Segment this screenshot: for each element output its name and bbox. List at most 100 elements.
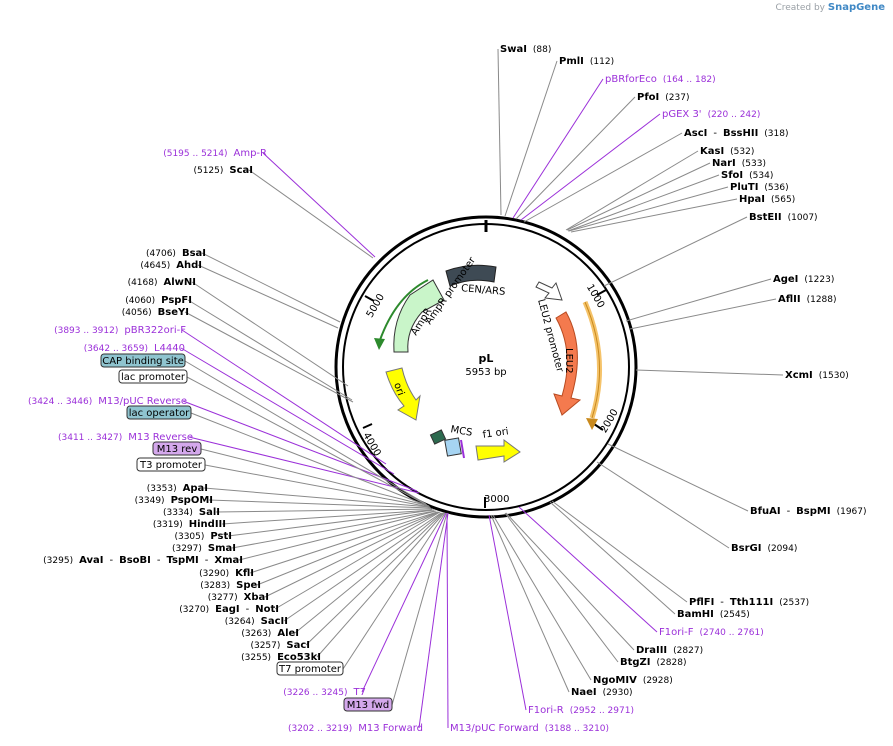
feature-ampr-arrowhead — [374, 338, 385, 350]
site-label-naei: NaeI(2930) — [571, 687, 633, 698]
connector-box-m13fwd — [391, 512, 448, 706]
feature-box-label-t7prom: T7 promoter — [278, 664, 342, 675]
site-label-pmli: PmlI(112) — [559, 56, 614, 67]
site-num-bfuai: (1967) — [837, 507, 867, 517]
site-name-alwni: AlwNI — [164, 277, 197, 288]
site-name-pluti: PluTI — [730, 182, 758, 193]
site-name-l4440: L4440 — [154, 343, 185, 354]
site-label-ngomiv: NgoMIV(2928) — [593, 675, 673, 686]
feature-ori — [385, 367, 421, 421]
tick-2000 — [593, 423, 604, 431]
site-label-draiii: DraIII(2827) — [636, 645, 703, 656]
site-label-sfoi: SfoI(534) — [721, 170, 773, 181]
connector-naei — [490, 514, 570, 693]
connector-pspomi — [208, 499, 432, 509]
connector-btgzi — [504, 512, 619, 663]
site-name-bsai: BsaI — [182, 248, 206, 259]
site-label-saci: (3257)SacI — [250, 640, 310, 651]
connector-xbai — [264, 511, 440, 598]
site-num-kasi: (532) — [730, 147, 754, 157]
connector-box-t3prom — [204, 464, 431, 508]
site-num-pgex3: (220 .. 242) — [708, 110, 761, 120]
feature-box-t7prom: T7 promoter — [276, 661, 344, 676]
site-label-alwni: (4168)AlwNI — [128, 277, 196, 288]
site-num-m13pucfwd: (3188 .. 3210) — [545, 724, 609, 734]
feature-box-label-m13rev: M13 rev — [157, 444, 198, 455]
connector-bsai — [201, 252, 341, 323]
site-num-pfoi: (237) — [665, 93, 689, 103]
site-name-avai: AvaI — [79, 555, 103, 566]
site-num-sali: (3334) — [163, 508, 193, 518]
connector-psti — [227, 509, 435, 537]
site-name-pmli: PmlI — [559, 56, 584, 67]
site-label-bfuai: BfuAI-BspMI(1967) — [750, 506, 867, 517]
site-label-alei: (3263)AleI — [241, 628, 299, 639]
label-mcs: MCS — [450, 424, 474, 439]
site-label-ahdi: (4645)AhdI — [140, 260, 202, 271]
connector-pfoi — [515, 96, 636, 220]
connector-ampr_primer — [262, 152, 376, 258]
site-num-bsrgi: (2094) — [767, 544, 797, 554]
connector-pluti — [568, 186, 729, 232]
site-label-hpai: HpaI(565) — [739, 194, 795, 205]
site-label-aflii: AflII(1288) — [778, 294, 837, 305]
site-name-psti: PstI — [210, 531, 232, 542]
connector-m13pucfwd — [446, 512, 449, 729]
site-num-bseyi: (4056) — [122, 308, 152, 318]
site-num-xbai: (3277) — [208, 593, 238, 603]
site-label-pbr322orif: (3893 .. 3912)pBR322ori-F — [54, 325, 186, 336]
feature-box-label-cap: CAP binding site — [102, 356, 184, 367]
tick-label-5000: 5000 — [365, 292, 387, 320]
site-num-bsteii: (1007) — [788, 213, 818, 223]
site-num-aflii: (1288) — [807, 295, 837, 305]
site-num-xcmi: (1530) — [819, 371, 849, 381]
connector-swai — [497, 48, 502, 216]
site-name-ampr_primer: Amp-R — [234, 148, 268, 159]
site-num-l4440: (3642 .. 3659) — [84, 344, 148, 354]
right-label-column: SwaI(88)PmlI(112)pBRforEco(164 .. 182)Pf… — [450, 44, 867, 734]
site-num-f1orif: (2740 .. 2761) — [699, 628, 763, 638]
site-name-asci: AscI — [684, 128, 707, 139]
site-label-scai: (5125)ScaI — [193, 165, 253, 176]
site-label-m13reverse: (3411 .. 3427) M13 Reverse — [58, 432, 193, 443]
site-num-pbrforeco: (164 .. 182) — [663, 75, 716, 85]
connector-pgex3 — [520, 113, 661, 221]
site-label-kfli: (3290)KflI — [199, 568, 254, 579]
connector-box-cap — [184, 360, 427, 505]
site-name-xcmi: XcmI — [785, 370, 813, 381]
site-name-sali: SalI — [199, 507, 220, 518]
site-num-m13reverse: (3411 .. 3427) — [58, 433, 122, 443]
site-label-eco53ki: (3255)Eco53kI — [241, 652, 321, 663]
feature-box-frame-lacprom — [118, 369, 188, 384]
site-label-agei: AgeI(1223) — [773, 274, 834, 285]
site-label-m13forward: (3202 .. 3219)M13 Forward — [288, 723, 423, 734]
brand-name: SnapGene — [827, 2, 885, 13]
connector-ahdi — [197, 264, 339, 329]
site-label-pfoi: PfoI(237) — [637, 92, 689, 103]
backbone-outer — [334, 215, 638, 519]
site-name-bamhi: BamHI — [677, 609, 714, 620]
site-label-bsai: (4706)BsaI — [146, 248, 206, 259]
connector-nari — [566, 162, 711, 231]
feature-box-m13rev: M13 rev — [152, 441, 202, 456]
connector-sacii — [283, 512, 442, 622]
site-num-smai: (3297) — [172, 544, 202, 554]
site-name-sacii: SacII — [261, 616, 288, 627]
site-label-pflfi: PflFI-Tth111I(2537) — [689, 597, 809, 608]
site-name-bsteii: BstEII — [749, 212, 782, 223]
site-name-m13reverse: M13 Reverse — [128, 432, 193, 443]
feature-leu2 — [553, 311, 582, 416]
site-label-l4440: (3642 .. 3659) L4440 — [84, 343, 185, 354]
site-name-nari: NarI — [712, 158, 736, 169]
site-name-draiii: DraIII — [636, 645, 667, 656]
feature-box-label-m13fwd: M13 fwd — [347, 700, 389, 711]
feature-orf-arc-edge — [584, 301, 601, 419]
connector-scai — [248, 169, 374, 259]
site-num-pflfi: (2537) — [779, 598, 809, 608]
feature-box-frame-t7prom — [276, 661, 344, 676]
connector-sali — [215, 508, 433, 513]
connector-alei — [294, 512, 443, 634]
feature-box-frame-lacop — [126, 405, 192, 420]
site-label-asci: AscI-BssHII(318) — [684, 128, 789, 139]
